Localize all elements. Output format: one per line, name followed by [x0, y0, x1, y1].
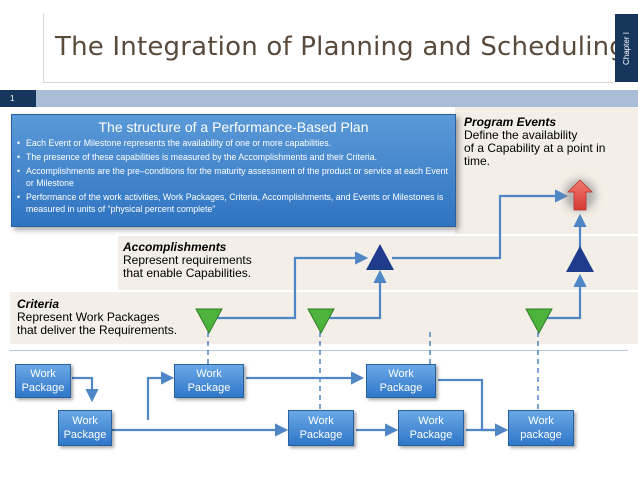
criteria-triangle-3: [525, 308, 553, 335]
program-event-marker: [564, 179, 596, 211]
flow-criteria4-to-accomp2: [540, 273, 587, 320]
wp-line2: Package: [409, 429, 453, 441]
program-events-line-1: Define the availability: [464, 128, 578, 142]
dashed-links: [207, 332, 539, 410]
section-divider: [10, 350, 628, 351]
plan-bullet: Accomplishments are the pre–conditions f…: [16, 165, 451, 189]
program-events-band: [455, 107, 638, 234]
plan-structure-box: The structure of a Performance-Based Pla…: [11, 114, 456, 227]
event-arrow-icon: [567, 179, 593, 211]
accomplishment-triangle-2: [566, 246, 594, 272]
criteria-triangle-2: [307, 308, 335, 335]
program-events-line-2: of a Capability at a point in: [464, 141, 606, 155]
wp-line1: Work: [418, 415, 444, 427]
wp-line2: package: [520, 429, 562, 441]
flow-criteria1-to-accomp1: [208, 251, 369, 320]
accomplishments-line-2: that enable Capabilities.: [123, 266, 252, 280]
program-events-title: Program Events: [464, 115, 557, 129]
title-divider-horizontal: [43, 82, 613, 83]
wp-line1: Work: [308, 415, 334, 427]
wp-line1: Work: [388, 368, 414, 380]
wp-line1: Work: [72, 415, 98, 427]
wp-line1: Work: [528, 415, 554, 427]
criteria-line-1: Represent Work Packages: [17, 310, 160, 324]
wp-line1: Work: [30, 368, 56, 380]
flow-criteria2-to-accomp1: [320, 269, 387, 320]
flow-wp1-to-wp2: [72, 376, 99, 403]
plan-bullet-list: Each Event or Milestone represents the a…: [16, 137, 451, 217]
chapter-tab: [615, 14, 638, 82]
criteria-label: Criteria Represent Work Packages that de…: [17, 297, 177, 337]
wp-line2: Package: [187, 382, 231, 394]
program-events-label: Program Events Define the availability o…: [464, 115, 605, 168]
header-bar: [36, 90, 638, 107]
plan-bullet: Performance of the work activities, Work…: [16, 191, 451, 215]
flow-wp2-to-wp3: [146, 371, 175, 420]
flow-lines: [72, 189, 587, 437]
title-divider-vertical: [43, 14, 44, 82]
criteria-markers: [195, 308, 553, 335]
criteria-line-2: that deliver the Requirements.: [17, 323, 178, 337]
flow-accomp1-to-event: [392, 189, 569, 260]
accomplishments-line-1: Represent requirements: [123, 253, 252, 267]
criteria-title: Criteria: [17, 297, 60, 311]
accomplishment-triangle-1: [366, 244, 394, 270]
accomplishments-label: Accomplishments Represent requirements t…: [123, 240, 252, 280]
wp-line2: Package: [21, 382, 65, 394]
plan-box-title: The structure of a Performance-Based Pla…: [98, 119, 369, 135]
accomplishments-title: Accomplishments: [123, 240, 227, 254]
program-events-line-3: time.: [464, 154, 491, 168]
accomplishment-markers: [366, 244, 594, 272]
work-package-7: Work package: [508, 410, 574, 446]
page-title: The Integration of Planning and Scheduli…: [55, 32, 627, 62]
slide-number: 1: [0, 90, 36, 107]
wp-line2: Package: [379, 382, 423, 394]
plan-bullet: The presence of these capabilities is me…: [16, 151, 451, 163]
criteria-triangle-1: [195, 308, 223, 335]
wp-line1: Work: [196, 368, 222, 380]
wp-line2: Package: [63, 429, 107, 441]
wp-line2: Package: [299, 429, 343, 441]
plan-bullet: Each Event or Milestone represents the a…: [16, 137, 451, 149]
